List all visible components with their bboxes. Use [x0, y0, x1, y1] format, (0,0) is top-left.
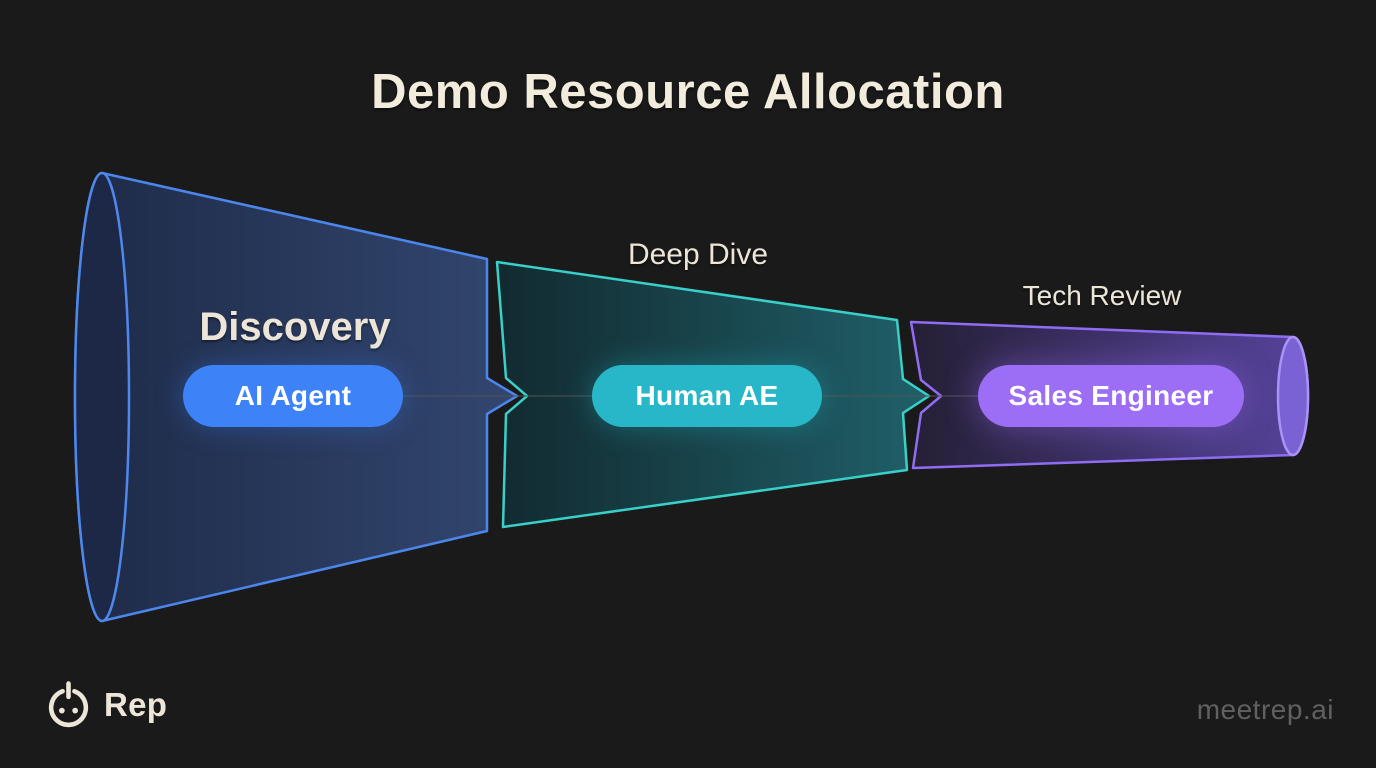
funnel-stage-tech-review-cap — [1276, 335, 1310, 457]
website-text: meetrep.ai — [1196, 694, 1334, 725]
page-title: Demo Resource Allocation — [371, 65, 1005, 119]
stage-label-tech-review: Tech Review — [1022, 280, 1182, 311]
power-face-icon — [48, 681, 89, 728]
stage-label-deep-dive: Deep Dive — [627, 238, 769, 271]
badge-human-ae: Human AE — [592, 365, 822, 427]
funnel-stage-discovery-cap — [73, 171, 131, 623]
logo-text: Rep — [104, 685, 168, 723]
rep-logo: Rep — [44, 680, 167, 729]
stage-label-discovery: Discovery — [199, 305, 391, 349]
badge-ai-agent: AI Agent — [183, 365, 403, 427]
badge-sales-engineer: Sales Engineer — [978, 365, 1244, 427]
